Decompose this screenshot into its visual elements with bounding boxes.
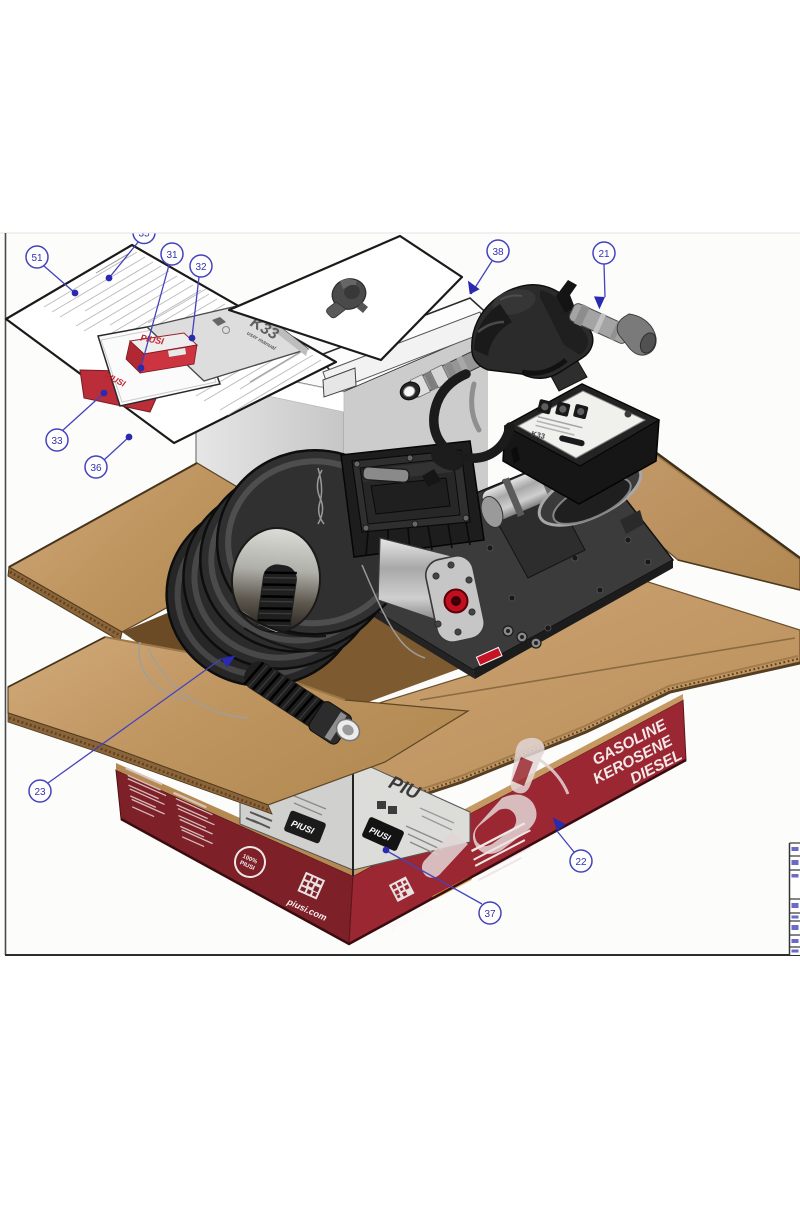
svg-text:38: 38: [492, 247, 504, 258]
svg-text:33: 33: [51, 436, 63, 447]
svg-text:22: 22: [575, 857, 587, 868]
svg-text:31: 31: [166, 250, 178, 261]
svg-text:21: 21: [598, 249, 610, 260]
svg-text:37: 37: [484, 909, 496, 920]
svg-text:23: 23: [34, 787, 46, 798]
svg-text:36: 36: [90, 463, 102, 474]
svg-text:51: 51: [31, 253, 43, 264]
svg-text:32: 32: [195, 262, 207, 273]
